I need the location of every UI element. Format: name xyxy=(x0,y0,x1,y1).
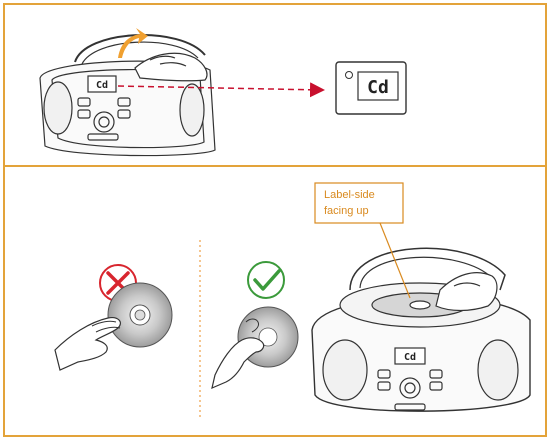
boombox-lcd xyxy=(87,75,117,93)
lift-lid-arrow-icon xyxy=(118,28,148,58)
correct-disc-handling xyxy=(211,261,299,390)
callout-box xyxy=(314,182,404,224)
callout-leader xyxy=(379,222,411,299)
open-boombox-lcd-readout: Cd xyxy=(404,352,416,363)
incorrect-disc-handling xyxy=(54,264,173,371)
checkmark-icon xyxy=(247,261,285,299)
open-boombox-lcd xyxy=(394,347,426,365)
display-zoom-readout: Cd xyxy=(367,77,389,98)
outer-frame xyxy=(3,3,547,437)
callout-line-2: facing up xyxy=(324,205,369,217)
boombox-top-illustration xyxy=(39,34,216,157)
display-zoom xyxy=(335,61,407,115)
pointer-arrow xyxy=(117,82,325,98)
callout-line-1: Label-side xyxy=(324,189,375,201)
boombox-lcd-readout: Cd xyxy=(96,80,108,91)
boombox-open-lid-illustration xyxy=(311,247,531,412)
